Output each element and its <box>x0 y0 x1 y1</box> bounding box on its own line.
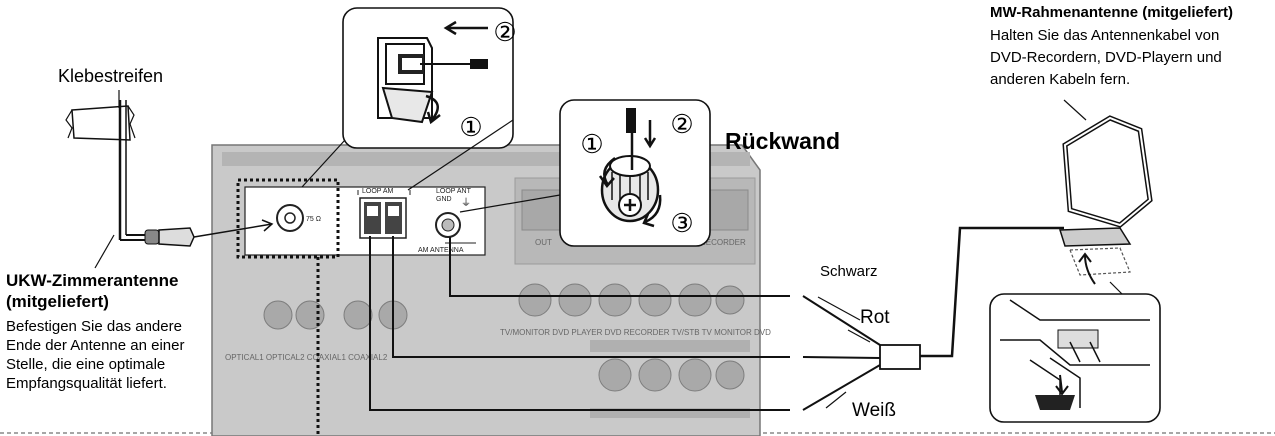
panel-jacks-label: TV/MONITOR DVD PLAYER DVD RECORDER TV/ST… <box>500 328 771 337</box>
wire-white <box>369 236 790 411</box>
inset-am-stand-detail <box>989 293 1161 423</box>
fm-antenna-supplied: (mitgeliefert) <box>6 292 109 311</box>
wire-red-label: Rot <box>860 307 890 328</box>
wire-junction-box <box>879 344 921 370</box>
inset2-step-3: ③ <box>670 208 693 238</box>
panel-recorder-label: RECORDER <box>700 238 746 247</box>
fm-antenna-desc-3: Stelle, die eine optimale <box>6 356 166 373</box>
am-antenna-desc-2: DVD-Recordern, DVD-Playern und <box>990 49 1222 66</box>
rear-panel-label: Rückwand <box>725 128 841 154</box>
wire-black-label: Schwarz <box>820 263 878 280</box>
wire-red <box>392 236 790 358</box>
am-cable-bundle <box>802 295 881 411</box>
inset-spring-terminal <box>301 7 514 191</box>
am-antenna-desc-1: Halten Sie das Antennenkabel von <box>990 27 1220 44</box>
panel-optical-coaxial-label: OPTICAL1 OPTICAL2 COAXIAL1 COAXIAL2 <box>225 353 388 362</box>
ground-icon: ⏚ <box>461 197 471 209</box>
am-antenna-label: AM ANTENNA <box>418 247 464 254</box>
inset2-step-1: ① <box>580 129 603 159</box>
inset1-step-2: ② <box>493 17 516 47</box>
loop-ant-gnd-label-2: GND <box>436 196 452 203</box>
inset1-step-1: ① <box>459 112 482 142</box>
fm-antenna-desc-2: Ende der Antenne an einer <box>6 337 185 354</box>
am-antenna-title: MW-Rahmenantenne (mitgeliefert) <box>990 4 1234 21</box>
inset2-step-2: ② <box>670 109 693 139</box>
loop-ant-gnd-label-1: LOOP ANT <box>436 188 472 195</box>
fm-75ohm-label: 75 Ω <box>306 216 321 223</box>
fm-indoor-antenna <box>65 90 274 269</box>
fm-area-dotted-highlight <box>236 178 340 259</box>
antenna-terminal-plate: 75 Ω LOOP AM LOOP ANT GND ⏚ AM ANTENNA <box>244 186 486 256</box>
inset-screw-terminal <box>459 99 711 247</box>
loop-am-label: LOOP AM <box>362 188 394 195</box>
panel-out-label: OUT <box>535 238 552 247</box>
fm-antenna-desc-4: Empfangsqualität liefert. <box>6 375 167 392</box>
am-cable-main <box>920 226 1064 358</box>
fm-antenna-desc-1: Befestigen Sie das andere <box>6 318 182 335</box>
tape-label: Klebestreifen <box>58 66 164 86</box>
wire-black <box>449 237 790 297</box>
antenna-wires <box>369 226 1064 411</box>
am-antenna-desc-3: anderen Kabeln fern. <box>990 71 1131 88</box>
wire-white-label: Weiß <box>852 400 896 421</box>
am-loop-antenna <box>1058 99 1153 303</box>
loop-am-terminals <box>359 197 407 239</box>
fm-antenna-title: UKW-Zimmerantenne <box>6 271 179 290</box>
